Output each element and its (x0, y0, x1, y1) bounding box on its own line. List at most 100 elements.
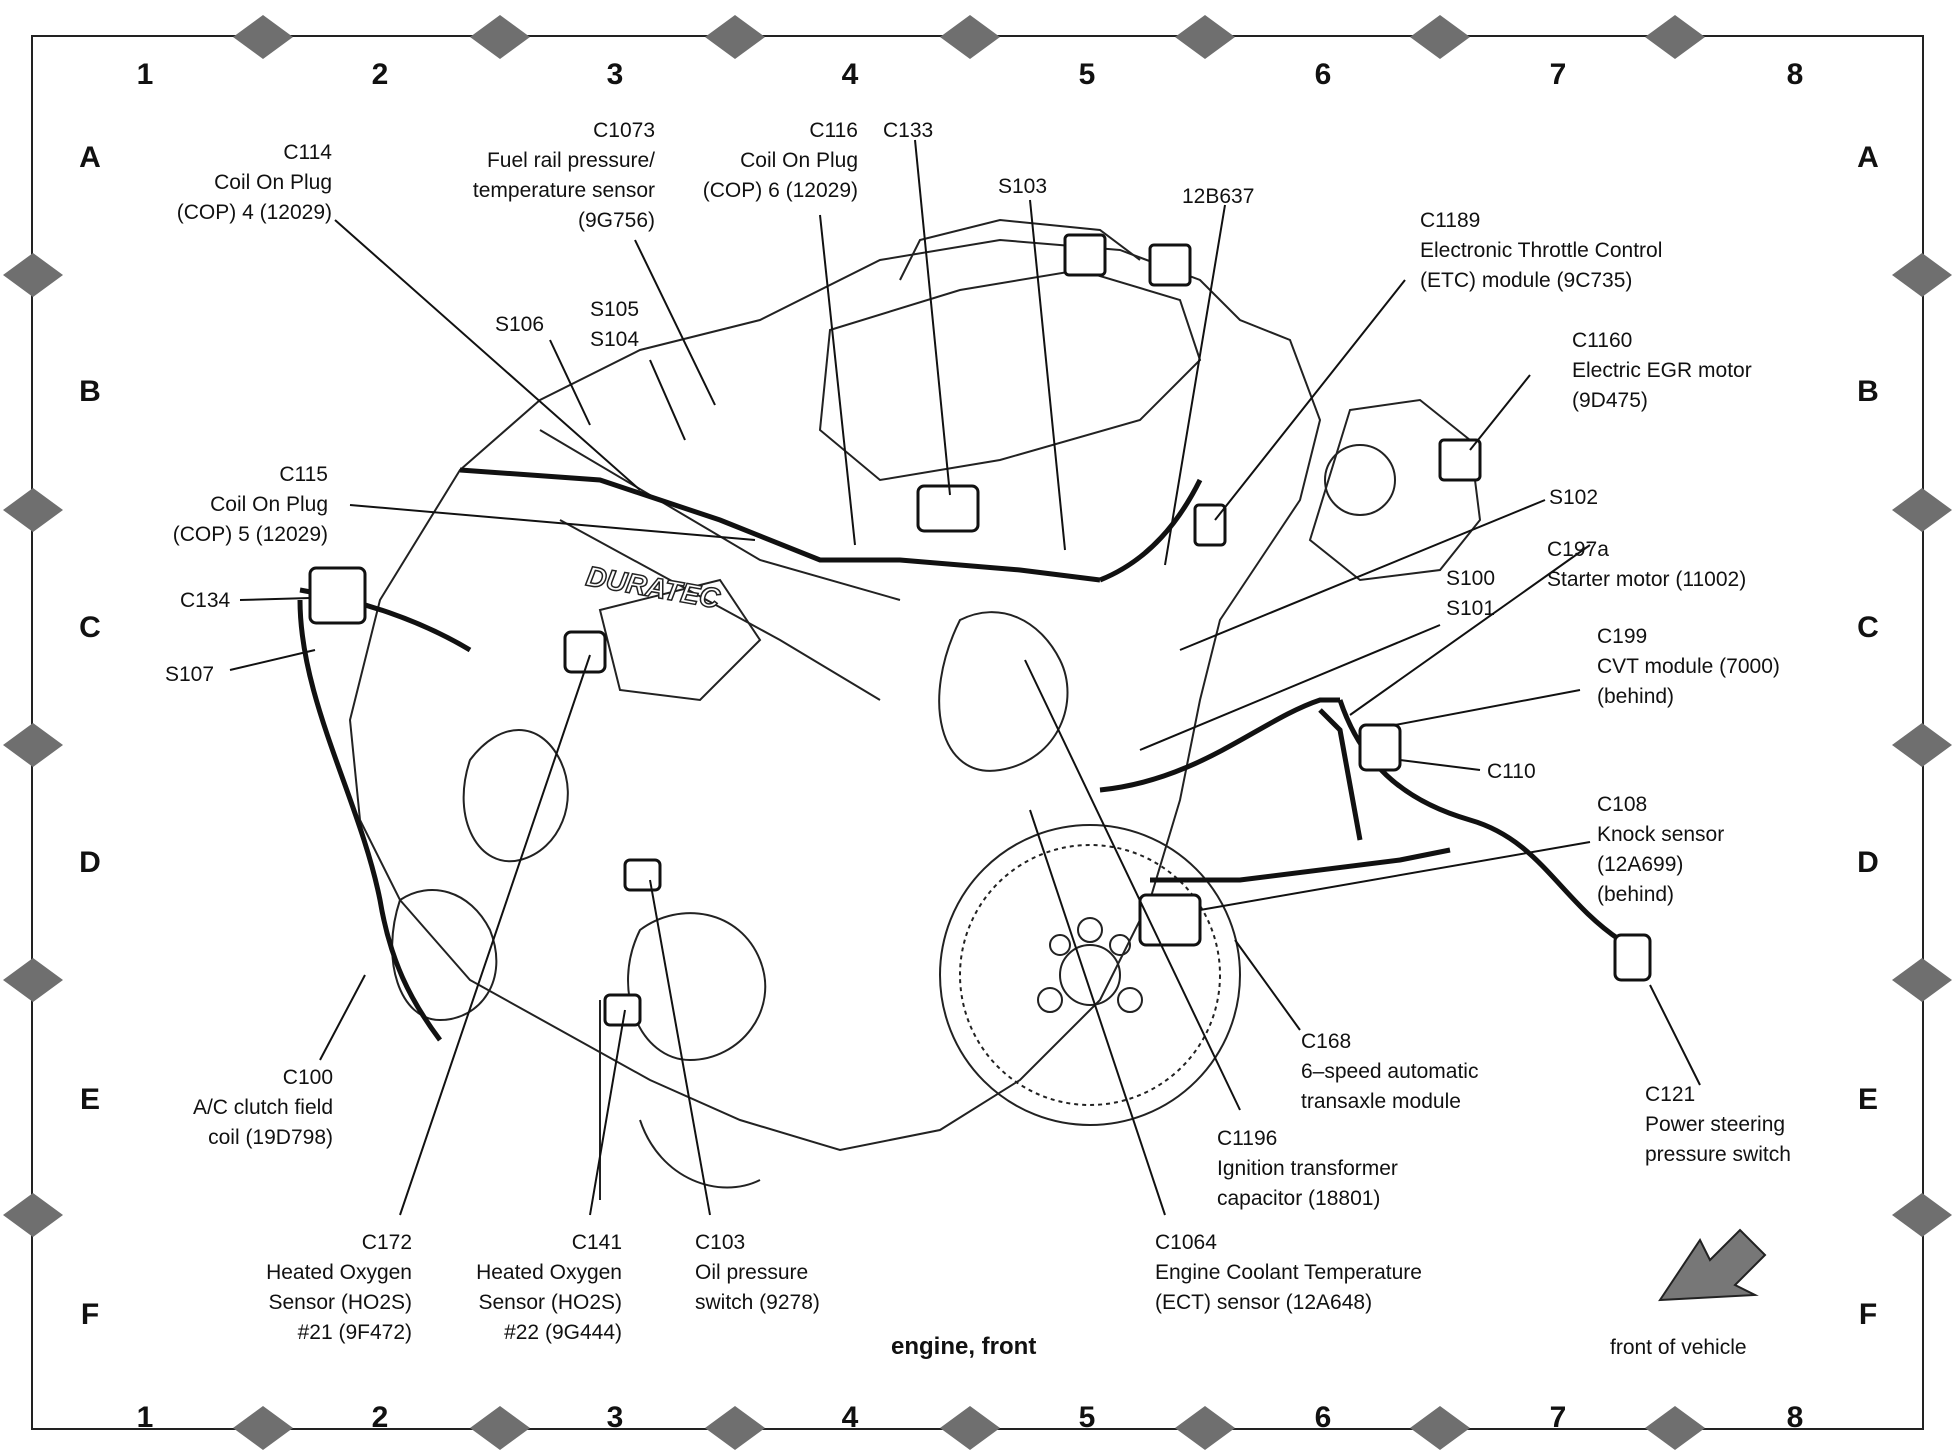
callout-c110: C110 (1487, 757, 1536, 787)
callout-line: Sensor (HO2S) (478, 1291, 622, 1314)
border-mark-top (1410, 15, 1470, 59)
callout-line: Electronic Throttle Control (1420, 239, 1663, 262)
callout-line: S106 (495, 313, 545, 336)
callout-line: C141 (571, 1231, 622, 1254)
callout-line: C114 (283, 141, 332, 164)
border-mark-right (1892, 723, 1952, 767)
grid-row-right: C (1857, 611, 1879, 644)
callout-line: C172 (361, 1231, 412, 1254)
grid-column-top: 6 (1314, 58, 1332, 91)
grid-column-top: 1 (136, 58, 154, 91)
grid-row-right: B (1857, 375, 1879, 408)
front-arrow-icon (1658, 1228, 1767, 1302)
callout-line: S102 (1549, 486, 1599, 509)
leader-lines (229, 139, 1701, 1216)
border-mark-right (1892, 958, 1952, 1002)
callout-s107: S107 (165, 660, 214, 690)
diagram-caption: engine, front (891, 1333, 1037, 1360)
callout-s106: S106 (495, 310, 544, 340)
callout-line: (COP) 6 (12029) (702, 179, 858, 202)
callout-line: temperature sensor (472, 179, 655, 202)
border-mark-bottom (233, 1406, 293, 1450)
border-mark-top (1645, 15, 1705, 59)
callout-line: C1189 (1420, 209, 1481, 232)
callout-line: C108 (1597, 793, 1648, 816)
callout-line: S105 (590, 298, 640, 321)
callout-line: C116 (809, 119, 858, 142)
callout-line: C199 (1597, 625, 1648, 648)
border-mark-bottom (1175, 1406, 1235, 1450)
grid-row-left: B (79, 375, 101, 408)
callout-line: C1196 (1217, 1127, 1278, 1150)
callout-line: C1064 (1155, 1231, 1217, 1254)
grid-column-bottom: 7 (1549, 1401, 1567, 1434)
callout-line: C110 (1487, 760, 1536, 783)
callout-line: (COP) 5 (12029) (172, 523, 328, 546)
callout-line: (12A699) (1597, 853, 1684, 876)
callout-line: S103 (998, 175, 1048, 198)
border-mark-top (940, 15, 1000, 59)
grid-row-left: F (80, 1298, 100, 1331)
callout-line: (ECT) sensor (12A648) (1155, 1291, 1373, 1314)
callout-line: A/C clutch field (192, 1096, 333, 1119)
callout-line: Heated Oxygen (476, 1261, 622, 1284)
callout-12b637: 12B637 (1182, 182, 1254, 212)
border-mark-left (3, 253, 63, 297)
callout-line: C1160 (1572, 329, 1633, 352)
callout-s103: S103 (998, 172, 1047, 202)
callout-line: (9G756) (577, 209, 655, 232)
callout-line: Starter motor (11002) (1547, 568, 1747, 591)
wiring-harness (297, 467, 1622, 1042)
border-mark-top (233, 15, 293, 59)
callout-c133: C133 (883, 116, 933, 146)
grid-column-top: 4 (841, 58, 859, 91)
grid-column-bottom: 5 (1078, 1401, 1096, 1434)
grid-row-left: C (79, 611, 101, 644)
grid-column-top: 7 (1549, 58, 1567, 91)
callout-line: switch (9278) (695, 1291, 820, 1314)
callout-line: capacitor (18801) (1217, 1187, 1381, 1210)
callout-line: (COP) 4 (12029) (176, 201, 332, 224)
callout-s102: S102 (1549, 483, 1598, 513)
callout-line: C121 (1645, 1083, 1696, 1106)
callout-line: S100 (1446, 567, 1496, 590)
callout-line: Heated Oxygen (266, 1261, 412, 1284)
callout-line: C1073 (593, 119, 655, 142)
grid-row-left: A (79, 141, 101, 174)
callout-line: Fuel rail pressure/ (486, 149, 655, 172)
callout-line: CVT module (7000) (1597, 655, 1780, 678)
callout-line: Coil On Plug (210, 493, 328, 516)
grid-column-top: 8 (1786, 58, 1804, 91)
border-mark-bottom (1645, 1406, 1705, 1450)
callout-line: (behind) (1597, 685, 1675, 708)
callout-line: Engine Coolant Temperature (1155, 1261, 1422, 1284)
callout-line: Coil On Plug (740, 149, 858, 172)
callout-line: 12B637 (1182, 185, 1255, 208)
grid-row-right: A (1857, 141, 1879, 174)
callout-line: C168 (1301, 1030, 1352, 1053)
border-mark-bottom (470, 1406, 530, 1450)
border-mark-bottom (940, 1406, 1000, 1450)
border-mark-left (3, 488, 63, 532)
callout-line: (9D475) (1572, 389, 1648, 412)
callout-line: (ETC) module (9C735) (1420, 269, 1633, 292)
grid-row-right: F (1858, 1298, 1878, 1331)
engine-logo: DURATEC (584, 560, 723, 614)
callout-line: Electric EGR motor (1572, 359, 1752, 382)
border-mark-top (470, 15, 530, 59)
